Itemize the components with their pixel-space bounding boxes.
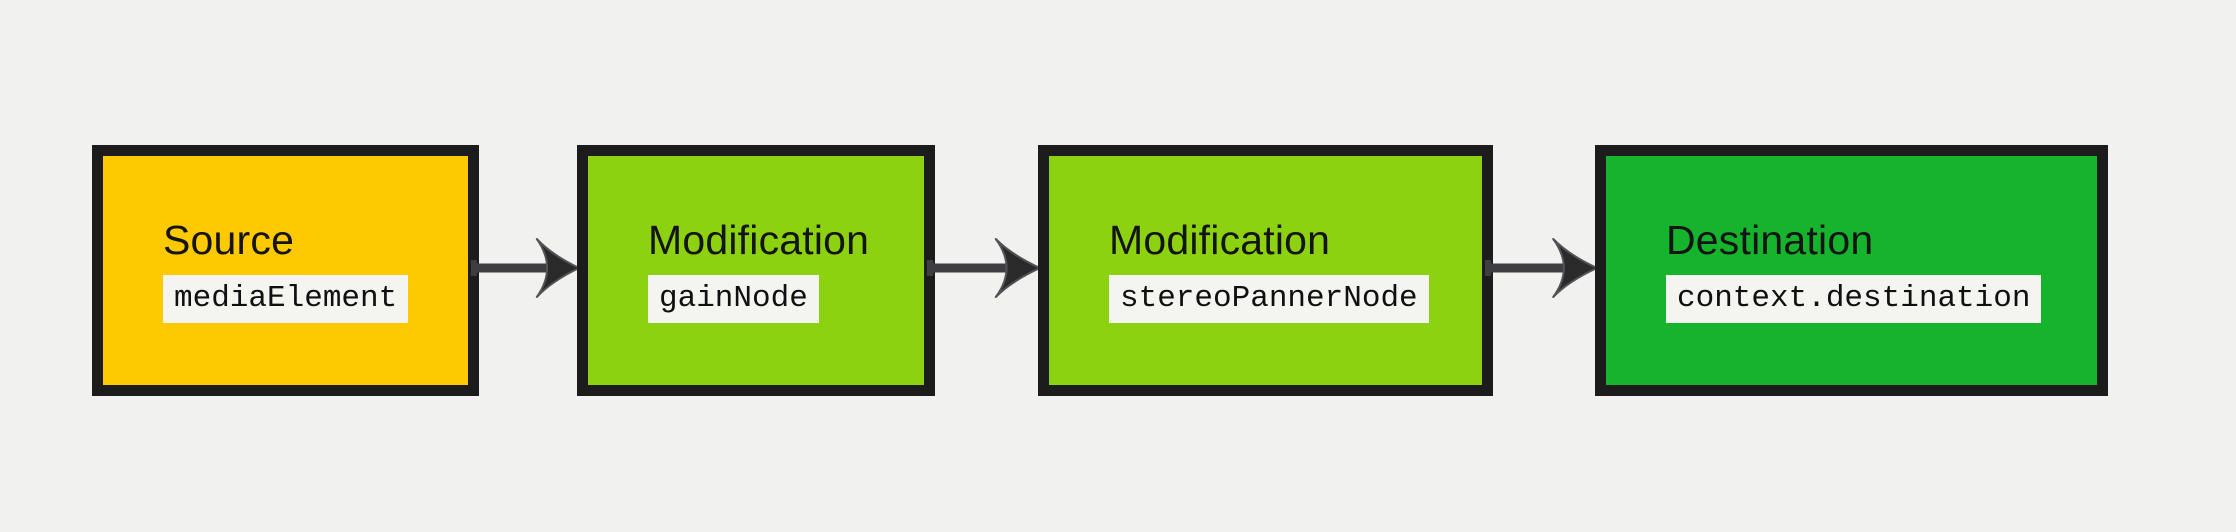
arrow-right-icon [927, 236, 1042, 300]
node-title: Modification [648, 217, 870, 263]
node-code-chip: gainNode [648, 275, 819, 323]
node-code-chip: stereoPannerNode [1109, 275, 1429, 323]
arrow-right-icon [1485, 236, 1599, 300]
arrow-head [535, 238, 581, 298]
node-modification-stereo-panner: Modification stereoPannerNode [1038, 145, 1493, 396]
node-title: Modification [1109, 217, 1331, 263]
arrow-shaft [927, 263, 1008, 273]
arrow-head [994, 238, 1041, 298]
node-code-chip: context.destination [1666, 275, 2042, 323]
node-destination: Destination context.destination [1595, 145, 2108, 396]
node-modification-gain: Modification gainNode [577, 145, 935, 396]
arrow-right-icon [471, 236, 581, 300]
node-source: Source mediaElement [92, 145, 479, 396]
node-title: Destination [1666, 217, 1874, 263]
node-code-chip: mediaElement [163, 275, 409, 323]
arrow-shaft [471, 263, 548, 273]
arrow-shaft [1485, 263, 1565, 273]
arrow-head [1552, 238, 1598, 298]
node-title: Source [163, 217, 295, 263]
